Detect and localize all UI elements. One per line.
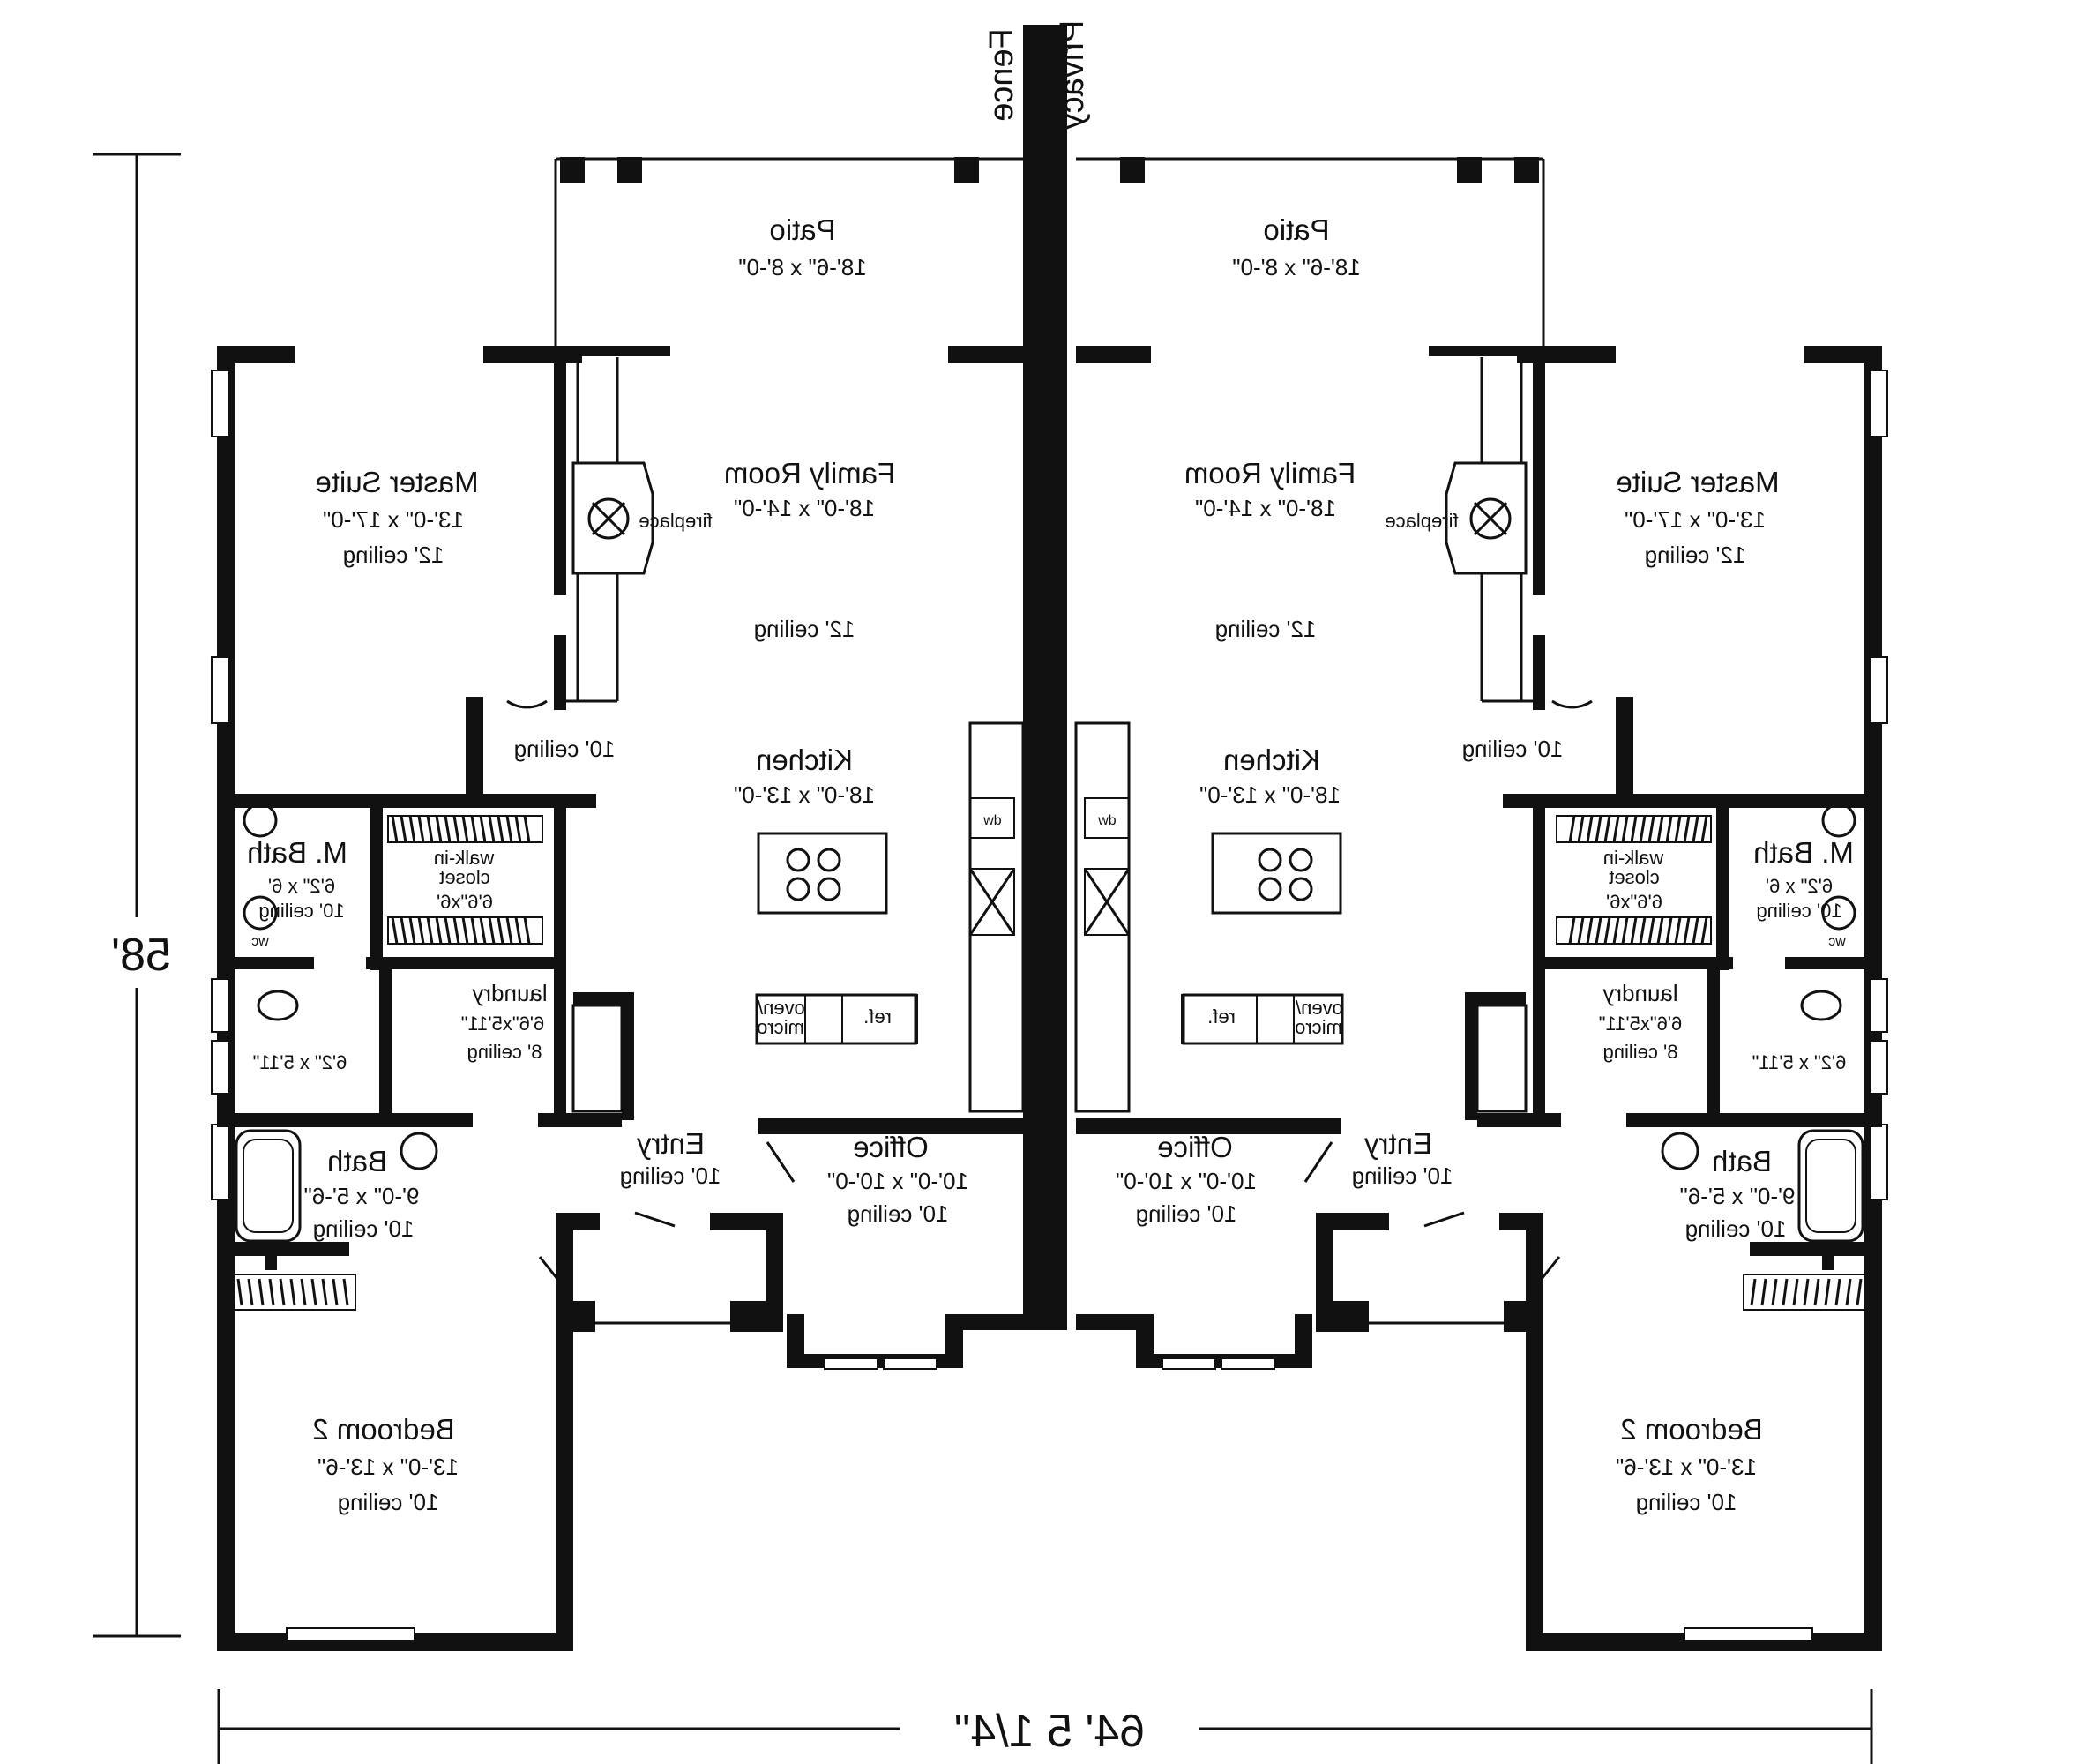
bedroom2-name: Bedroom 2: [312, 1413, 454, 1446]
ref-label: ref.: [1207, 1005, 1236, 1028]
office-name: Office: [1157, 1131, 1233, 1163]
unit-right-walls: [1076, 157, 1888, 1651]
bedroom2-ceiling: 10' ceiling: [1636, 1489, 1737, 1515]
master-bath-name: M. Bath: [1753, 836, 1854, 869]
unit-left-fixtures: [231, 699, 1025, 1311]
fireplace-label: fireplace: [1385, 510, 1458, 532]
laundry-ceiling: 8' ceiling: [467, 1041, 542, 1063]
master-suite-ceiling: 12' ceiling: [343, 542, 444, 568]
overall-depth-label: 58': [111, 930, 171, 981]
cooktop-icon: [1258, 848, 1313, 901]
fence-label-privacy: Privacy: [1054, 20, 1091, 131]
hall-ceiling: 10' ceiling: [1462, 736, 1564, 762]
bath-name: Bath: [327, 1145, 387, 1177]
master-suite-dim: 13'-0" x 17'-0": [1625, 506, 1766, 533]
closet-name-2: closet: [439, 866, 489, 888]
laundry-name: laundry: [1602, 980, 1677, 1006]
family-room-ceiling: 12' ceiling: [754, 616, 855, 642]
bath-name: Bath: [1712, 1145, 1772, 1177]
family-room-name: Family Room: [724, 457, 895, 490]
entry-ceiling: 10' ceiling: [1352, 1162, 1453, 1189]
fence-label-fence: Fence: [983, 28, 1020, 122]
bedroom2-dim: 13'-0" x 13'-6": [1616, 1454, 1757, 1480]
kitchen-name: Kitchen: [756, 744, 853, 776]
master-suite-ceiling: 12' ceiling: [1645, 542, 1746, 568]
office-dim: 10'-0" x 10'-0": [1116, 1168, 1257, 1194]
entry-ceiling: 10' ceiling: [620, 1162, 721, 1189]
patio-name: Patio: [1263, 213, 1329, 246]
bath-dim: 9'-0" x 5'-6": [1680, 1183, 1796, 1209]
bath-dim: 9'-0" x 5'-6": [304, 1183, 420, 1209]
wc-label: wc: [1828, 934, 1847, 949]
laundry-dim: 6'6"x5'11": [1599, 1013, 1683, 1035]
fireplace-icon: [1469, 497, 1512, 540]
family-room-dim: 18'-0" x 14'-0": [1195, 495, 1336, 521]
overall-width-label: 64' 5 1/4": [954, 1706, 1145, 1757]
laundry-name: laundry: [472, 980, 547, 1006]
bedroom2-ceiling: 10' ceiling: [338, 1489, 439, 1515]
entry-name: Entry: [636, 1127, 705, 1160]
unit-left-labels: Patio 18'-6" x 8'-0" Family Room 18'-0" …: [247, 213, 1002, 1515]
closet-rod-icon: [1556, 815, 1712, 945]
shower-dim: 6'2" x 5'11": [1752, 1051, 1847, 1073]
bath-ceiling: 10' ceiling: [1685, 1215, 1787, 1242]
master-bath-dim: 6'2" x 6': [268, 875, 335, 897]
master-bath-dim: 6'2" x 6': [1766, 875, 1833, 897]
laundry-ceiling: 8' ceiling: [1603, 1041, 1678, 1063]
ref-label: ref.: [863, 1005, 892, 1028]
cooktop-icon: [786, 848, 841, 901]
kitchen-dim: 18'-0" x 13'-0": [734, 781, 875, 808]
bath-ceiling: 10' ceiling: [313, 1215, 415, 1242]
oven-label: oven/: [757, 997, 805, 1019]
wc-label: wc: [251, 934, 270, 949]
micro-label: micro: [1295, 1016, 1342, 1038]
hall-ceiling: 10' ceiling: [514, 736, 616, 762]
master-suite-name: Master Suite: [1616, 466, 1779, 498]
family-room-dim: 18'-0" x 14'-0": [734, 495, 875, 521]
shower-dim: 6'2" x 5'11": [253, 1051, 347, 1073]
patio-dim: 18'-6" x 8'-0": [738, 254, 866, 280]
privacy-fence: [1023, 25, 1067, 1330]
office-ceiling: 10' ceiling: [1136, 1200, 1237, 1227]
office-name: Office: [853, 1131, 929, 1163]
closet-dim: 6'6"x6': [437, 891, 493, 913]
unit-right-labels: Patio 18'-6" x 8'-0" Family Room 18'-0" …: [1098, 213, 1854, 1515]
family-room-name: Family Room: [1184, 457, 1356, 490]
patio-dim: 18'-6" x 8'-0": [1232, 254, 1360, 280]
closet-dim: 6'6"x6': [1606, 891, 1662, 913]
bedroom2-dim: 13'-0" x 13'-6": [317, 1454, 459, 1480]
closet-name: walk-in: [434, 847, 495, 869]
entry-name: Entry: [1363, 1127, 1432, 1160]
master-bath-ceiling: 10' ceiling: [258, 900, 344, 922]
closet-name: walk-in: [1603, 847, 1664, 869]
kitchen-dim: 18'-0" x 13'-0": [1199, 781, 1341, 808]
dishwasher-label: dw: [1098, 813, 1117, 828]
master-bath-name: M. Bath: [247, 836, 347, 869]
micro-label: micro: [757, 1016, 804, 1038]
dishwasher-label: dw: [983, 813, 1002, 828]
master-bath-ceiling: 10' ceiling: [1756, 900, 1841, 922]
kitchen-name: Kitchen: [1223, 744, 1320, 776]
master-suite-dim: 13'-0" x 17'-0": [323, 506, 464, 533]
closet-rod-icon: [387, 815, 543, 945]
patio-name: Patio: [769, 213, 835, 246]
depth-dimension-line: [93, 153, 181, 1638]
unit-right-fixtures: [1074, 699, 1868, 1311]
family-room-ceiling: 12' ceiling: [1215, 616, 1317, 642]
office-dim: 10'-0" x 10'-0": [827, 1168, 968, 1194]
laundry-dim: 6'6"x5'11": [461, 1013, 545, 1035]
fireplace-icon: [587, 497, 630, 540]
oven-label: oven/: [1295, 997, 1343, 1019]
fireplace-label: fireplace: [639, 510, 712, 532]
unit-left-walls: [211, 157, 1023, 1651]
bedroom2-name: Bedroom 2: [1620, 1413, 1762, 1446]
master-suite-name: Master Suite: [315, 466, 478, 498]
closet-name-2: closet: [1609, 866, 1659, 888]
office-ceiling: 10' ceiling: [848, 1200, 949, 1227]
